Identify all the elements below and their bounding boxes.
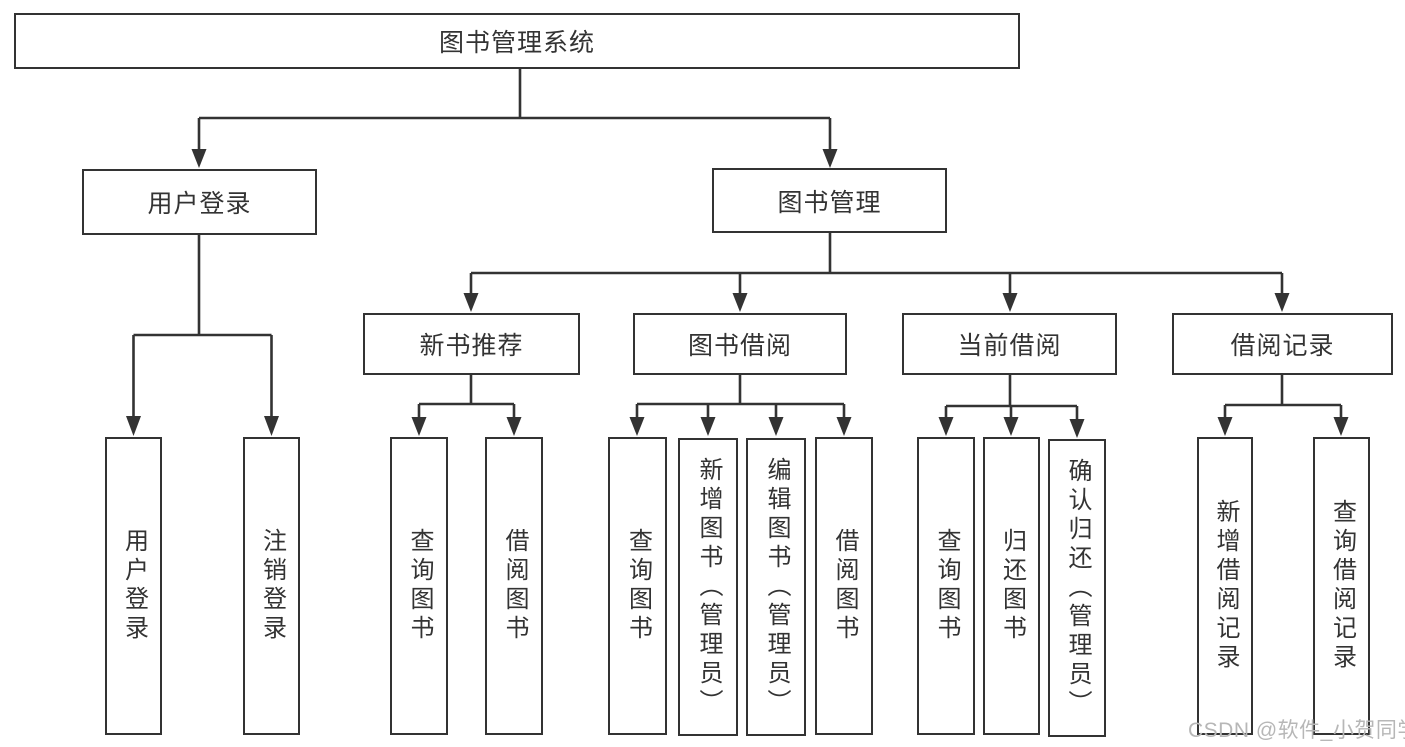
node-label: 借阅图书	[831, 528, 858, 644]
node-leaf-user-login: 用户登录	[105, 437, 162, 735]
node-leaf-br-add-record: 新增借阅记录	[1197, 437, 1253, 735]
node-leaf-bb-borrow-books: 借阅图书	[815, 437, 873, 735]
arrowhead	[463, 293, 479, 312]
node-label: 借阅记录	[1230, 332, 1335, 360]
node-label: 图书借阅	[687, 332, 792, 360]
node-label: 借阅图书	[501, 528, 528, 644]
node-current-borrow: 当前借阅	[902, 313, 1117, 375]
node-leaf-cb-return-books: 归还图书	[983, 437, 1040, 735]
node-label: 查询图书	[933, 528, 960, 644]
node-label: 确认归还（管理员）	[1064, 457, 1091, 719]
node-book-borrow: 图书借阅	[633, 313, 847, 375]
arrowhead	[506, 417, 522, 436]
node-user-login: 用户登录	[82, 169, 317, 235]
arrowhead	[1069, 419, 1085, 438]
node-leaf-bb-edit-books-admin: 编辑图书（管理员）	[746, 438, 806, 736]
connector-records-to-leaves	[1217, 374, 1349, 436]
arrowhead	[836, 417, 852, 436]
connector-book-mgmt-to-level3	[463, 233, 1290, 312]
node-new-book-rec: 新书推荐	[363, 313, 580, 375]
node-borrow-records: 借阅记录	[1172, 313, 1393, 375]
arrowhead	[1002, 293, 1018, 312]
connector-user-login-to-leaves	[126, 235, 279, 436]
node-leaf-cb-query-books: 查询图书	[917, 437, 975, 735]
node-label: 当前借阅	[957, 332, 1062, 360]
arrowhead	[700, 417, 716, 436]
connector-current-borrow-to-leaves	[938, 374, 1085, 438]
arrowhead	[191, 149, 207, 168]
csdn-watermark: CSDN @软件_小贺同学	[1188, 719, 1405, 742]
node-label: 用户登录	[147, 190, 252, 218]
node-label: 查询图书	[406, 528, 433, 644]
node-leaf-logout: 注销登录	[243, 437, 300, 735]
arrowhead	[411, 417, 427, 436]
arrowhead	[938, 417, 954, 436]
node-leaf-br-query-record: 查询借阅记录	[1313, 437, 1370, 735]
node-label: 归还图书	[998, 528, 1026, 644]
connector-new-book-to-leaves	[411, 374, 522, 436]
arrowhead	[1274, 293, 1290, 312]
node-book-mgmt: 图书管理	[712, 168, 947, 233]
node-label: 编辑图书（管理员）	[763, 456, 790, 718]
node-leaf-nb-borrow-books: 借阅图书	[485, 437, 543, 735]
node-leaf-bb-query-books: 查询图书	[608, 437, 667, 735]
arrowhead	[822, 149, 838, 168]
node-label: 新增借阅记录	[1212, 499, 1239, 673]
arrowhead	[732, 293, 748, 312]
node-label: 注销登录	[258, 528, 286, 644]
node-label: 图书管理	[777, 188, 882, 217]
arrowhead	[768, 417, 784, 436]
node-label: 新增图书（管理员）	[695, 456, 722, 718]
arrowhead	[1217, 417, 1233, 436]
connector-root-to-level2	[191, 67, 838, 168]
node-leaf-bb-add-books-admin: 新增图书（管理员）	[678, 438, 738, 736]
arrowhead	[264, 416, 279, 436]
arrowhead	[629, 417, 645, 436]
arrowhead	[1333, 417, 1349, 436]
node-label: 图书管理系统	[438, 29, 595, 57]
node-label: 查询借阅记录	[1328, 499, 1356, 673]
node-leaf-nb-query-books: 查询图书	[390, 437, 448, 735]
arrowhead	[126, 416, 141, 436]
node-root-system: 图书管理系统	[14, 13, 1020, 69]
arrowhead	[1003, 417, 1019, 436]
node-leaf-cb-confirm-return-admin: 确认归还（管理员）	[1048, 439, 1106, 737]
connector-book-borrow-to-leaves	[629, 374, 852, 436]
node-label: 查询图书	[624, 528, 652, 644]
node-label: 用户登录	[120, 528, 148, 644]
node-label: 新书推荐	[419, 332, 524, 360]
